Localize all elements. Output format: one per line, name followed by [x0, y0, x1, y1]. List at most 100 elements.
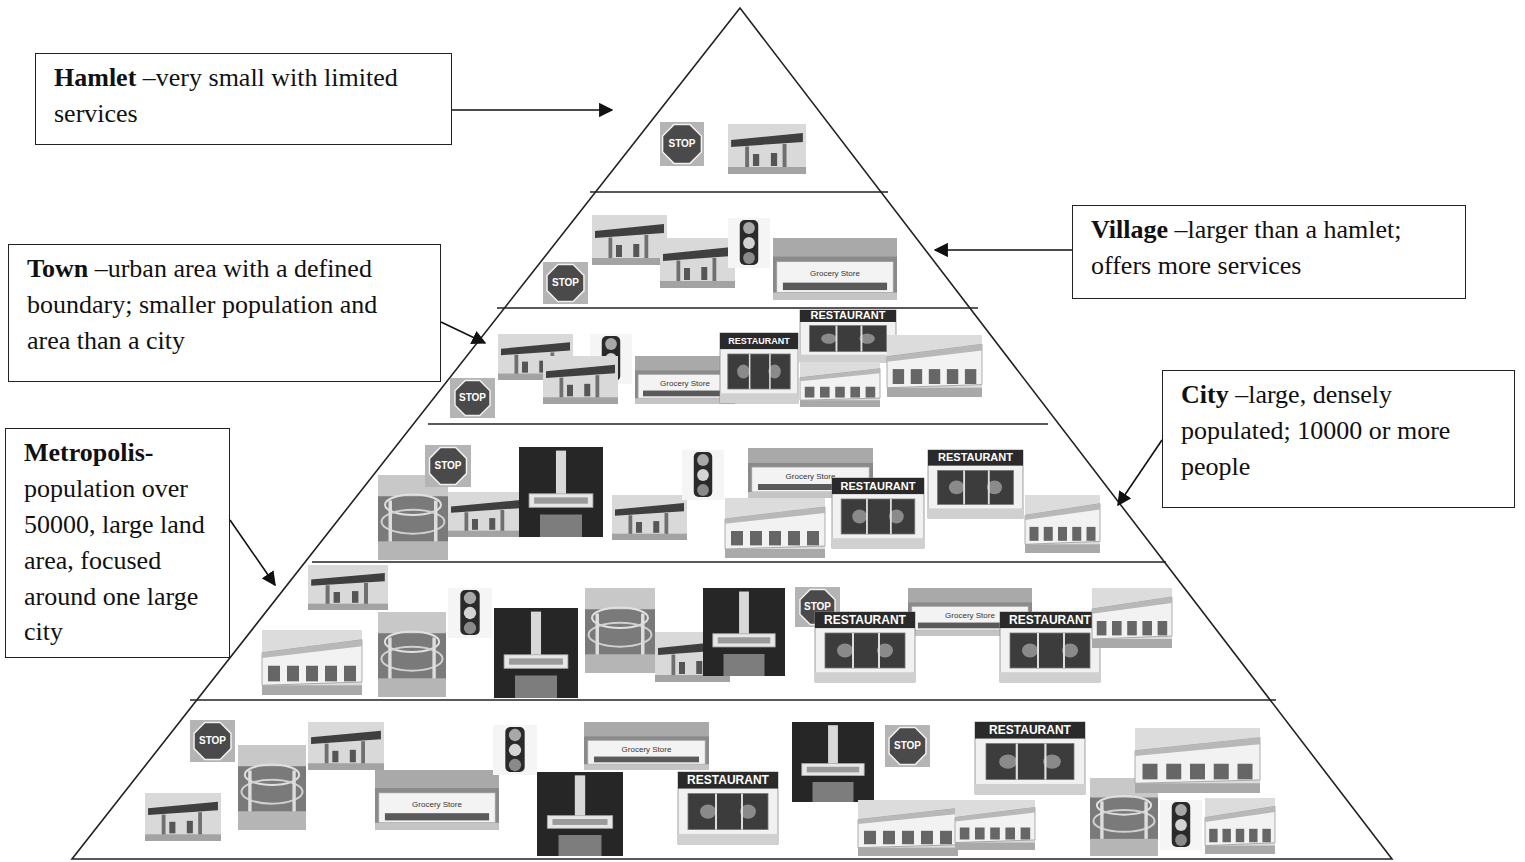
- restaurant-icon: [1000, 612, 1100, 682]
- gas-icon-part: [448, 531, 523, 537]
- strip-icon-part: [955, 843, 1035, 851]
- light-icon-part: [1175, 804, 1187, 816]
- light-icon: [1160, 800, 1202, 850]
- strip-icon-part: [731, 531, 743, 545]
- mall-icon-part: [238, 745, 306, 766]
- mall-icon: [378, 612, 446, 697]
- mall-icon-part: [238, 811, 306, 830]
- gas-icon-part: [162, 815, 166, 835]
- restaurant-icon-part: [769, 354, 771, 389]
- light-icon-part: [509, 729, 521, 741]
- restaurant-sign-text: RESTAURANT: [975, 722, 1085, 739]
- strip-icon-part: [1097, 621, 1107, 635]
- theater-icon-part: [718, 637, 770, 643]
- strip-icon: [955, 800, 1035, 850]
- leader-arrow: [441, 322, 485, 343]
- light-icon-part: [728, 218, 770, 268]
- theater-icon-part: [828, 725, 838, 765]
- restaurant-sign-text: RESTAURANT: [800, 310, 896, 322]
- strip-icon-part: [1158, 621, 1168, 635]
- theater-icon-part: [537, 772, 623, 856]
- strip-icon: [800, 362, 880, 407]
- grocery-icon-part: [773, 238, 897, 257]
- strip-icon-part: [887, 335, 982, 397]
- restaurant-icon-part: [832, 538, 924, 548]
- gas-icon-part: [660, 281, 735, 288]
- strip-icon-part: [883, 831, 895, 844]
- gas-icon-part: [326, 585, 330, 604]
- gas-icon-part: [567, 385, 573, 397]
- light-icon-part: [743, 222, 755, 234]
- strip-icon-part: [800, 362, 880, 407]
- gas-icon-part: [677, 261, 681, 282]
- gas-icon-part: [633, 244, 639, 257]
- theater-icon-part: [724, 654, 765, 676]
- mall-icon-part: [378, 541, 448, 560]
- strip-icon-part: [1135, 728, 1260, 793]
- restaurant-icon-part: [841, 499, 915, 534]
- gas-icon-part: [311, 731, 381, 744]
- gas-icon-part: [653, 521, 659, 533]
- restaurant-icon-part: [836, 326, 838, 352]
- restaurant-icon-part: [720, 393, 798, 403]
- restaurant-icon-part: [938, 470, 1014, 504]
- grocery-sign-text: Grocery Store: [635, 379, 735, 389]
- gas-icon-part: [543, 356, 618, 404]
- strip-icon-part: [1249, 829, 1257, 842]
- gas-icon-part: [364, 583, 368, 604]
- strip-icon-part: [955, 808, 1035, 843]
- grocery-icon: [773, 238, 897, 300]
- restaurant-icon-part: [1000, 672, 1100, 682]
- theater-icon-part: [552, 819, 607, 825]
- mall-icon-part: [596, 614, 600, 657]
- light-icon-part: [509, 759, 521, 771]
- restaurant-icon: [800, 310, 896, 362]
- callout-box: Metropolis-population over 50000, large …: [5, 428, 230, 658]
- strip-icon-part: [1025, 544, 1100, 553]
- strip-icon-part: [1238, 764, 1253, 780]
- strip-icon-part: [800, 400, 880, 407]
- restaurant-icon-part: [688, 794, 768, 830]
- strip-icon-part: [820, 387, 830, 398]
- callout-box: Village–larger than a hamlet; offers mor…: [1072, 205, 1466, 299]
- term-heading: Hamlet: [54, 63, 136, 92]
- strip-icon-part: [1092, 639, 1172, 648]
- strip-icon: [887, 335, 982, 397]
- gas-icon-part: [546, 365, 615, 378]
- strip-icon-part: [921, 831, 933, 844]
- band-line: [497, 307, 978, 308]
- strip-icon-part: [725, 549, 825, 558]
- grocery-icon-part: [773, 238, 897, 300]
- gas-icon-part: [612, 495, 687, 540]
- mall-icon-part: [585, 588, 655, 673]
- restaurant-icon-part: [866, 499, 868, 534]
- strip-icon-part: [947, 369, 958, 384]
- stop-icon-part: [660, 122, 704, 166]
- restaurant-icon-part: [1044, 744, 1046, 780]
- gas-icon-part: [187, 821, 193, 833]
- mall-icon-part: [585, 588, 655, 609]
- grocery-icon-part: [908, 588, 1032, 602]
- strip-icon-part: [1092, 597, 1172, 639]
- strip-icon-part: [805, 387, 815, 398]
- restaurant-icon: [815, 612, 915, 682]
- restaurant-icon-part: [815, 672, 915, 682]
- gas-icon-part: [325, 744, 329, 764]
- light-icon-part: [464, 607, 476, 619]
- gas-icon-part: [308, 565, 388, 610]
- grocery-icon-part: [385, 813, 489, 820]
- gas-icon-part: [731, 133, 803, 147]
- strip-icon: [1205, 798, 1275, 854]
- strip-icon-part: [1021, 828, 1031, 840]
- grocery-icon-part: [584, 722, 709, 736]
- theater-icon-part: [504, 655, 568, 669]
- light-icon: [493, 725, 537, 775]
- restaurant-icon-part: [1010, 633, 1090, 668]
- strip-icon-part: [1025, 504, 1100, 520]
- grocery-icon-part: [748, 448, 873, 463]
- strip-icon-part: [262, 640, 362, 686]
- gas-icon-part: [501, 510, 505, 531]
- strip-icon-part: [1025, 495, 1100, 553]
- strip-icon-part: [1092, 588, 1172, 648]
- strip-icon-part: [960, 828, 970, 840]
